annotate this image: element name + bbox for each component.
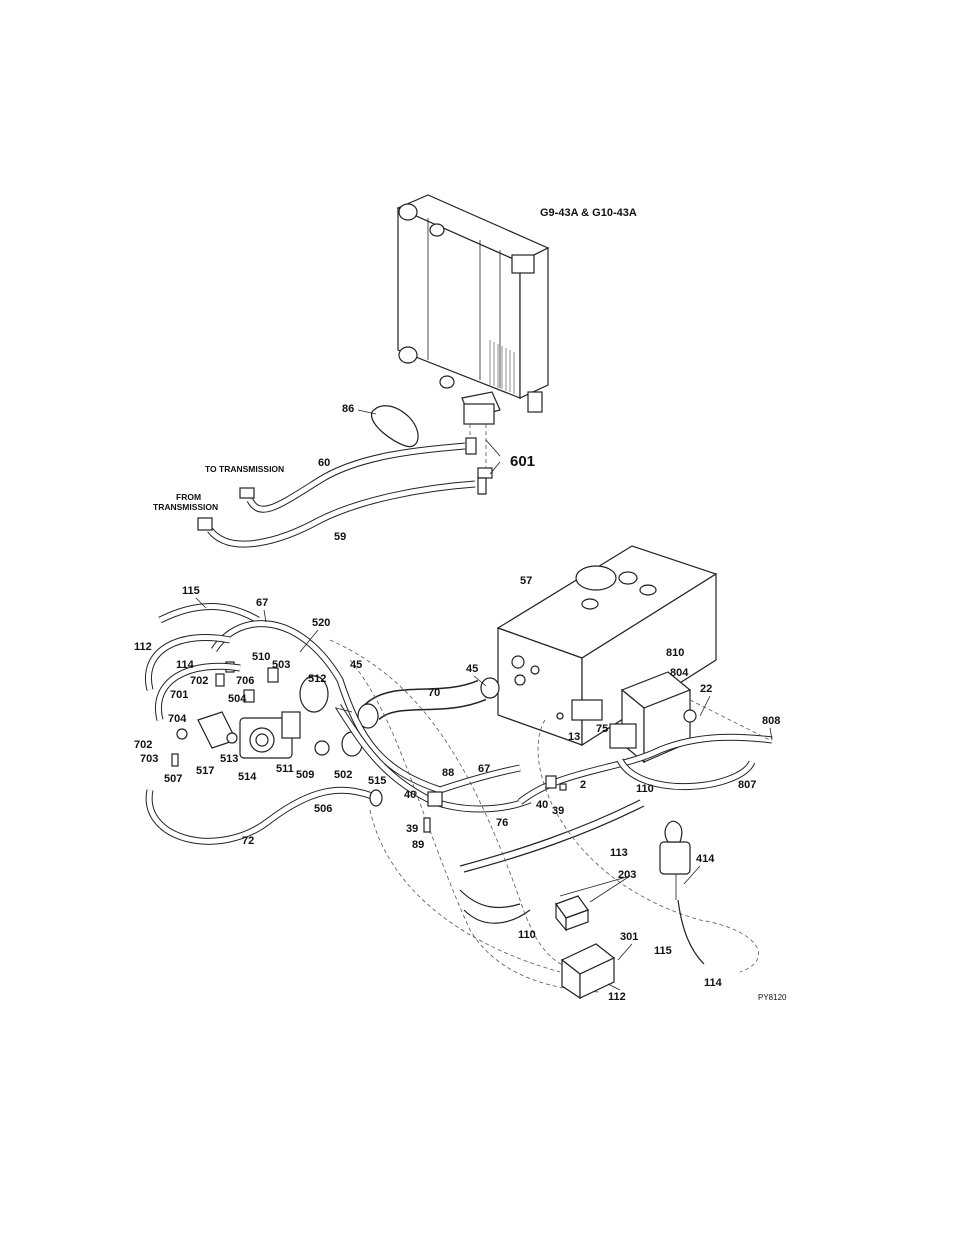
note-from-transmission-2: TRANSMISSION [153,502,218,512]
callout-520: 520 [312,617,330,629]
callout-39-right: 39 [552,805,564,817]
leader-lines [195,409,773,991]
pump-assembly [171,661,363,767]
joystick-414 [659,820,705,965]
brake-valve-301 [560,943,616,1000]
callout-60: 60 [318,457,330,469]
callout-67-top: 67 [256,597,268,609]
callout-113: 113 [610,847,628,859]
drawing-code: PY8120 [758,993,787,1002]
callout-804: 804 [670,667,689,679]
callout-704: 704 [168,713,187,725]
hose-110-lower [459,889,531,924]
callout-88: 88 [442,767,454,779]
callout-504: 504 [228,693,247,705]
callout-40-right: 40 [536,799,548,811]
callout-414: 414 [696,853,715,865]
callout-502: 502 [334,769,352,781]
callout-810: 810 [666,647,684,659]
hose-59 [197,480,476,548]
callout-701: 701 [170,689,188,701]
routing-dash-lines [329,639,771,993]
callout-67-bottom: 67 [478,763,490,775]
small-parts [423,712,567,833]
callout-39-left: 39 [406,823,418,835]
callout-512: 512 [308,673,326,685]
callout-511: 511 [276,763,294,775]
callout-75: 75 [596,723,608,735]
hose-60 [239,442,466,513]
callout-112-left: 112 [134,641,152,653]
hose-110 [517,733,773,805]
callout-503: 503 [272,659,290,671]
callout-506: 506 [314,803,332,815]
callout-507: 507 [164,773,182,785]
callout-40-left: 40 [404,789,416,801]
callout-112-bottom: 112 [608,991,626,1003]
callout-703: 703 [140,753,158,765]
note-from-transmission-1: FROM [176,492,201,502]
hose-115-top [158,602,260,624]
callout-2: 2 [580,779,586,791]
callout-513: 513 [220,753,238,765]
callout-115-bottom: 115 [654,945,672,957]
callout-13: 13 [568,731,580,743]
callout-89: 89 [412,839,424,851]
hose-70 [357,677,500,729]
hydraulic-tank [496,545,718,747]
callout-807: 807 [738,779,756,791]
hose-113 [459,799,645,873]
callout-59: 59 [334,531,346,543]
callout-114-left: 114 [176,659,195,671]
callout-702-bottom: 702 [134,739,152,751]
oil-cooler-assembly [396,194,550,425]
part-86-strap [371,405,419,448]
callout-808: 808 [762,715,780,727]
callout-86: 86 [342,403,354,415]
callout-510: 510 [252,651,270,663]
callout-45-right: 45 [466,663,478,675]
hose-67 [211,620,521,794]
callout-114-bottom: 114 [704,977,723,989]
callout-76: 76 [496,817,508,829]
note-to-transmission: TO TRANSMISSION [205,464,284,474]
callout-72: 72 [242,835,254,847]
part-203 [555,895,589,932]
callout-706: 706 [236,675,254,687]
callout-22: 22 [700,683,712,695]
callout-57: 57 [520,575,532,587]
callout-514: 514 [238,771,257,783]
callout-301: 301 [620,931,638,943]
callout-110-bottom: 110 [518,929,536,941]
callout-515: 515 [368,775,386,787]
callout-45-left: 45 [350,659,362,671]
callout-110-right: 110 [636,783,654,795]
callout-601: 601 [510,453,535,470]
callout-203: 203 [618,869,636,881]
callout-702-top: 702 [190,675,208,687]
part-601-fittings [465,424,493,495]
callout-70: 70 [428,687,440,699]
hose-72 [145,786,383,845]
callout-115-top: 115 [182,585,200,597]
callout-509: 509 [296,769,314,781]
hose-112-114-left [145,633,241,721]
callout-517: 517 [196,765,214,777]
model-title: G9-43A & G10-43A [540,207,637,219]
